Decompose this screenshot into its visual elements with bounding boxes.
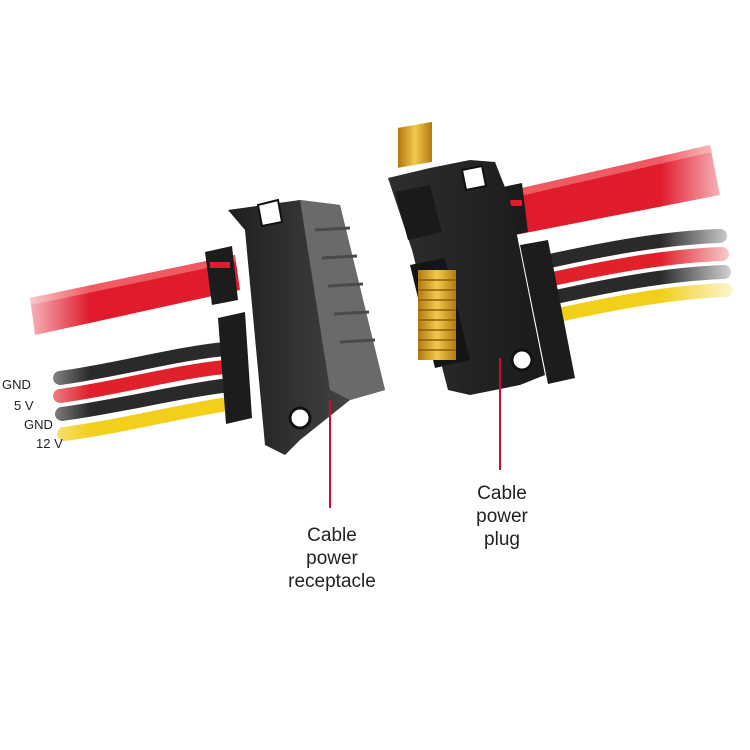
wire-label-12v: 12 V bbox=[36, 436, 63, 451]
plug-label-line2: power bbox=[476, 506, 528, 527]
plug-label-line3: plug bbox=[484, 529, 520, 550]
cable-power-plug bbox=[388, 121, 575, 395]
wire-label-gnd-bottom: GND bbox=[24, 417, 53, 432]
receptacle-label-line2: power bbox=[306, 548, 358, 569]
receptacle-callout-label: Cable power receptacle bbox=[262, 524, 402, 593]
plug-callout-label: Cable power plug bbox=[432, 482, 572, 551]
wire-label-gnd-top: GND bbox=[2, 377, 31, 392]
plug-label-line1: Cable bbox=[477, 483, 527, 504]
receptacle-label-line3: receptacle bbox=[288, 571, 376, 592]
cable-power-receptacle bbox=[205, 198, 385, 455]
plug-contacts-upper bbox=[398, 121, 432, 168]
receptacle-label-line1: Cable bbox=[307, 525, 357, 546]
plug-contacts-lower bbox=[418, 270, 456, 360]
wire-label-5v: 5 V bbox=[14, 398, 34, 413]
